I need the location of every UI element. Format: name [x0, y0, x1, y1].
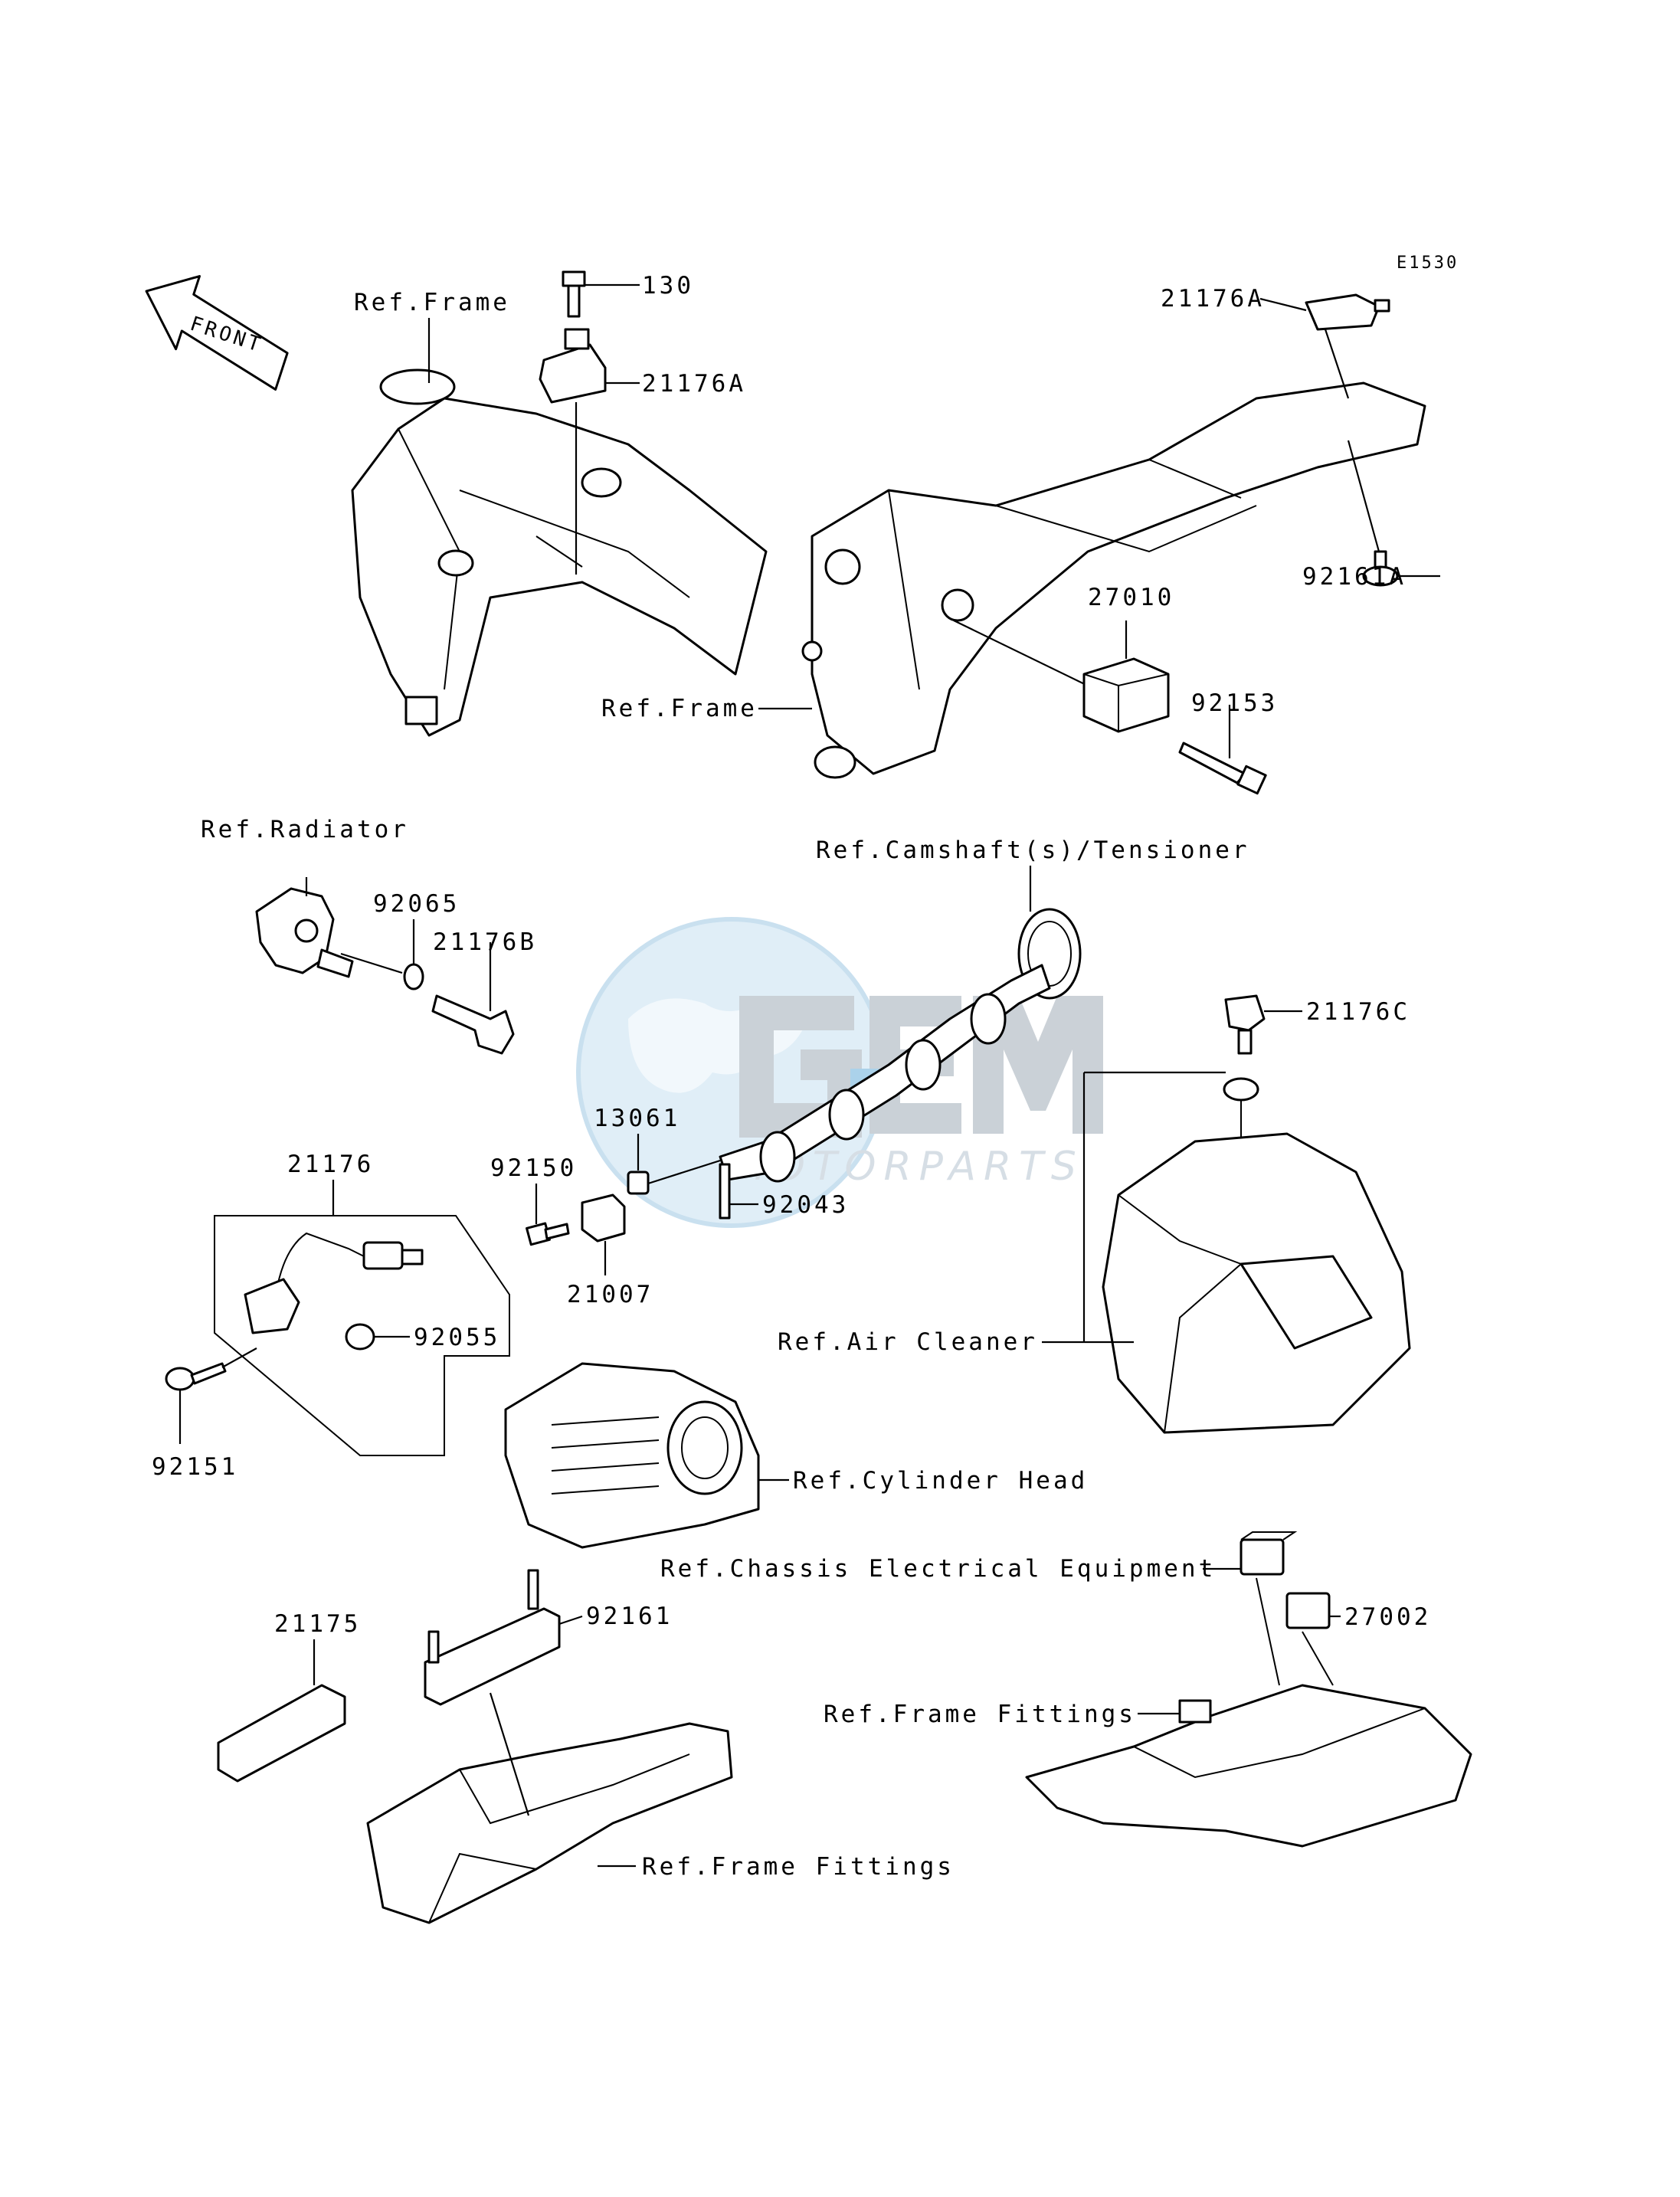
label-21176a-left: 21176A	[642, 370, 746, 398]
label-21176c: 21176C	[1306, 998, 1410, 1026]
label-ref-frame-1: Ref.Frame	[354, 289, 510, 316]
cylinder-head-drawing	[504, 1362, 789, 1549]
sensor-21176a-left-drawing	[539, 328, 640, 575]
frame-left-drawing	[351, 368, 768, 737]
frame-fittings-left-drawing	[366, 1692, 733, 1924]
label-13061: 13061	[594, 1105, 680, 1132]
label-ref-frame-fittings-1: Ref.Frame Fittings	[824, 1701, 1136, 1728]
radiator-drawing	[255, 877, 403, 978]
label-92043: 92043	[762, 1191, 849, 1219]
bolt-130-drawing	[562, 270, 640, 318]
label-ref-chassis: Ref.Chassis Electrical Equipment	[660, 1555, 1216, 1583]
bolt-92150-drawing	[526, 1184, 570, 1246]
pin-13061-drawing	[627, 1134, 721, 1195]
sensor-27010-drawing	[1082, 620, 1170, 733]
air-cleaner-drawing	[1042, 1071, 1411, 1434]
label-92161a: 92161A	[1302, 563, 1407, 591]
label-ref-camshaft: Ref.Camshaft(s)/Tensioner	[816, 837, 1250, 864]
leader-lines	[427, 318, 812, 710]
label-21176: 21176	[287, 1151, 374, 1178]
label-ref-frame-fittings-2: Ref.Frame Fittings	[642, 1853, 955, 1881]
frame-right-drawing	[801, 381, 1426, 779]
label-92151: 92151	[152, 1453, 238, 1481]
label-92065: 92065	[373, 890, 460, 918]
relay-27002-drawing	[1285, 1592, 1341, 1629]
label-92055: 92055	[414, 1324, 500, 1351]
label-ref-radiator: Ref.Radiator	[201, 816, 409, 843]
sensor-21176b-drawing	[431, 942, 515, 1055]
label-92153: 92153	[1191, 689, 1278, 717]
bracket-92161-drawing	[424, 1569, 583, 1706]
sensor-21007-drawing	[581, 1193, 626, 1275]
camshaft-drawing	[719, 866, 1082, 1183]
sensor-21176-group-drawing	[214, 1180, 510, 1456]
label-27010: 27010	[1088, 584, 1174, 611]
label-21175: 21175	[274, 1610, 361, 1638]
front-arrow: FRONT	[145, 275, 289, 391]
label-ref-air-cleaner: Ref.Air Cleaner	[778, 1328, 1038, 1356]
label-21176b: 21176B	[433, 928, 537, 956]
bolt-92153-drawing	[1178, 705, 1267, 795]
relay-chassis-drawing	[1203, 1531, 1298, 1576]
sensor-21176c-drawing	[1224, 994, 1302, 1055]
label-21176a-right: 21176A	[1161, 285, 1265, 313]
bolt-92161a-drawing	[1347, 440, 1440, 587]
diagram-code: E1530	[1397, 254, 1459, 273]
label-ref-frame-2: Ref.Frame	[601, 695, 758, 722]
sensor-21176a-right-drawing	[1259, 293, 1390, 399]
labels: Ref.Frame 130 21176A 21176A 92161A 27010…	[152, 272, 1431, 1881]
watermark-m-letter	[973, 996, 1103, 1134]
label-27002: 27002	[1344, 1603, 1431, 1631]
washer-92065-drawing	[403, 919, 424, 990]
cover-21175-drawing	[217, 1639, 346, 1783]
frame-fittings-right-drawing	[1025, 1577, 1472, 1848]
label-130: 130	[642, 272, 694, 300]
bolt-92151-drawing	[165, 1347, 257, 1444]
label-92161: 92161	[586, 1603, 673, 1630]
label-ref-cylinder-head: Ref.Cylinder Head	[793, 1467, 1088, 1495]
label-92150: 92150	[490, 1154, 577, 1182]
label-21007: 21007	[567, 1281, 653, 1308]
pin-92043-drawing	[719, 1163, 758, 1220]
